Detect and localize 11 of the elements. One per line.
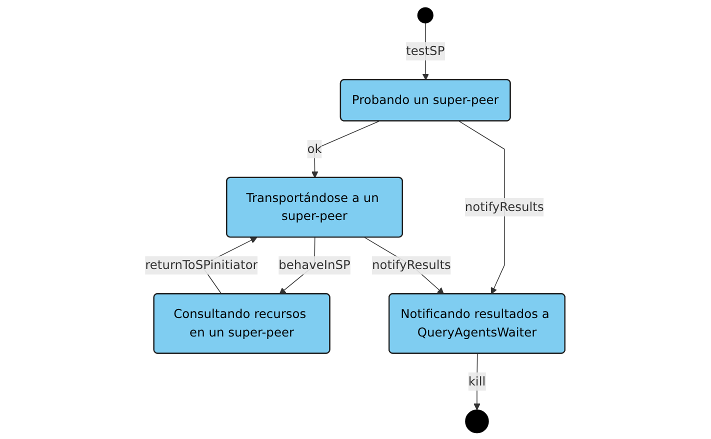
- edge-label: returnToSPinitiator: [146, 258, 258, 272]
- arrow: [312, 120, 380, 178]
- node-circle: [418, 7, 434, 24]
- edge-label: ok: [308, 141, 322, 156]
- edge-label: testSP: [406, 44, 446, 58]
- edge-label: behaveInSP: [279, 258, 351, 272]
- edge-label: notifyResults: [465, 200, 544, 214]
- edge-label: kill: [468, 374, 486, 388]
- edge-label: notifyResults: [372, 258, 452, 272]
- arrow: [459, 120, 506, 294]
- node-circle: [466, 409, 490, 434]
